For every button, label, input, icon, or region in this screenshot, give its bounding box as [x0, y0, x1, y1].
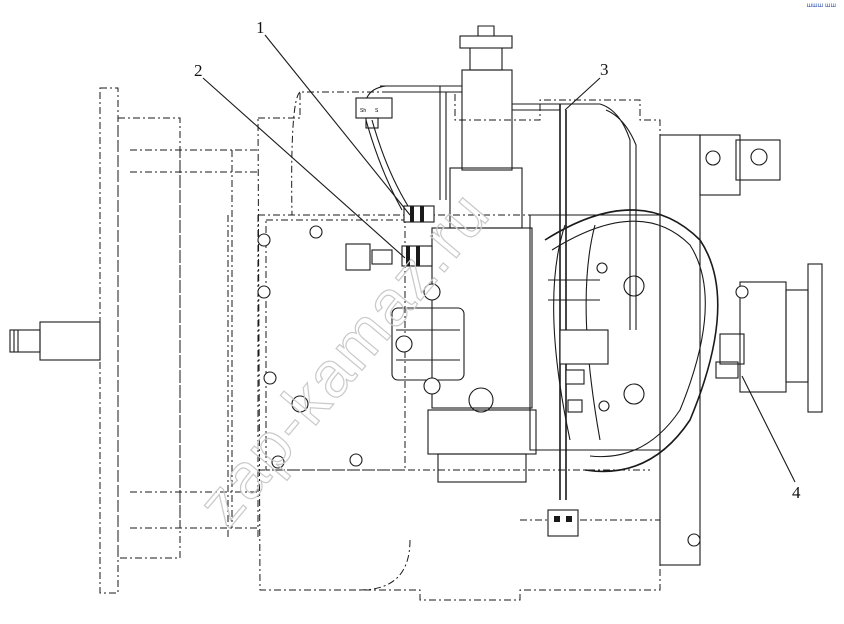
left-flange	[99, 87, 258, 594]
callout-4: 4	[792, 483, 801, 502]
connector-block-bottom	[547, 509, 579, 537]
right-gear-unit	[529, 209, 719, 473]
callout-3: 3	[600, 60, 609, 79]
leader-line-1	[264, 34, 411, 216]
pressure-valve	[559, 329, 609, 413]
sensor-2	[345, 243, 433, 271]
left-cover	[257, 219, 465, 471]
valve-tower	[427, 25, 537, 483]
sensor-1	[403, 205, 435, 223]
corner-mark: шшш шш	[806, 2, 836, 9]
input-shaft	[9, 321, 101, 361]
pin-label-s: S	[375, 108, 379, 114]
callout-2: 2	[194, 61, 203, 80]
leader-line-3	[564, 77, 601, 111]
leader-line-4	[741, 375, 796, 483]
right-side-assembly	[659, 134, 823, 566]
leader-line-2	[202, 77, 406, 259]
callout-1: 1	[256, 18, 265, 37]
leader-lines	[202, 34, 796, 483]
connector-block-top: Sh S	[355, 97, 393, 129]
pin-label-sh: Sh	[360, 108, 366, 114]
